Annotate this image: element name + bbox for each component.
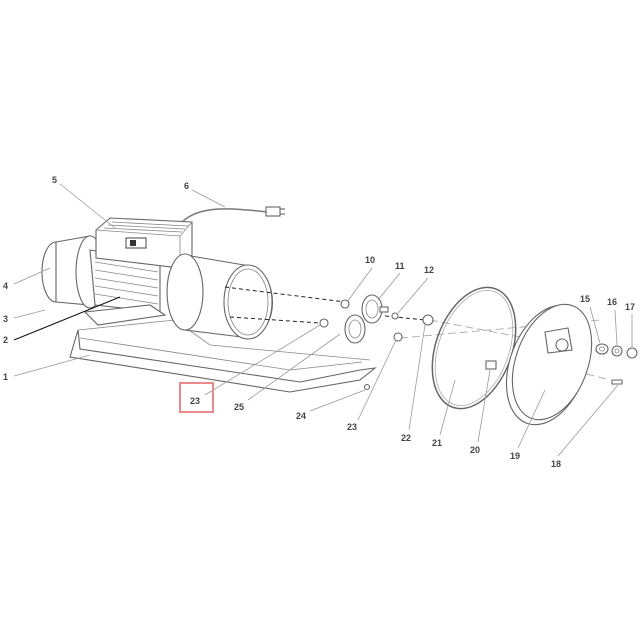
label-6[interactable]: 6 [184, 181, 189, 191]
label-4[interactable]: 4 [3, 281, 8, 291]
label-23[interactable]: 23 [347, 422, 357, 432]
label-12[interactable]: 12 [424, 265, 434, 275]
label-20[interactable]: 20 [470, 445, 480, 455]
label-23-highlighted[interactable]: 23 [190, 396, 200, 406]
label-25[interactable]: 25 [234, 402, 244, 412]
label-10[interactable]: 10 [365, 255, 375, 265]
label-21[interactable]: 21 [432, 438, 442, 448]
label-24[interactable]: 24 [296, 411, 306, 421]
label-18[interactable]: 18 [551, 459, 561, 469]
highlight-box[interactable] [179, 382, 214, 413]
drum [166, 253, 273, 340]
clip-20 [485, 360, 497, 370]
cover-disc [505, 303, 593, 426]
label-11[interactable]: 11 [395, 261, 405, 271]
label-17[interactable]: 17 [625, 302, 635, 312]
label-16[interactable]: 16 [607, 297, 617, 307]
label-22[interactable]: 22 [401, 433, 411, 443]
label-19[interactable]: 19 [510, 451, 520, 461]
part-labels: 5 6 4 3 2 1 23 25 24 23 10 11 12 22 21 2… [3, 175, 635, 469]
power-cable [181, 206, 285, 223]
label-3[interactable]: 3 [3, 314, 8, 324]
label-15[interactable]: 15 [580, 294, 590, 304]
label-5[interactable]: 5 [52, 175, 57, 185]
leader-lines [13, 183, 633, 457]
gears [319, 294, 434, 391]
label-2[interactable]: 2 [3, 335, 8, 345]
motor [41, 217, 193, 326]
label-1[interactable]: 1 [3, 372, 8, 382]
